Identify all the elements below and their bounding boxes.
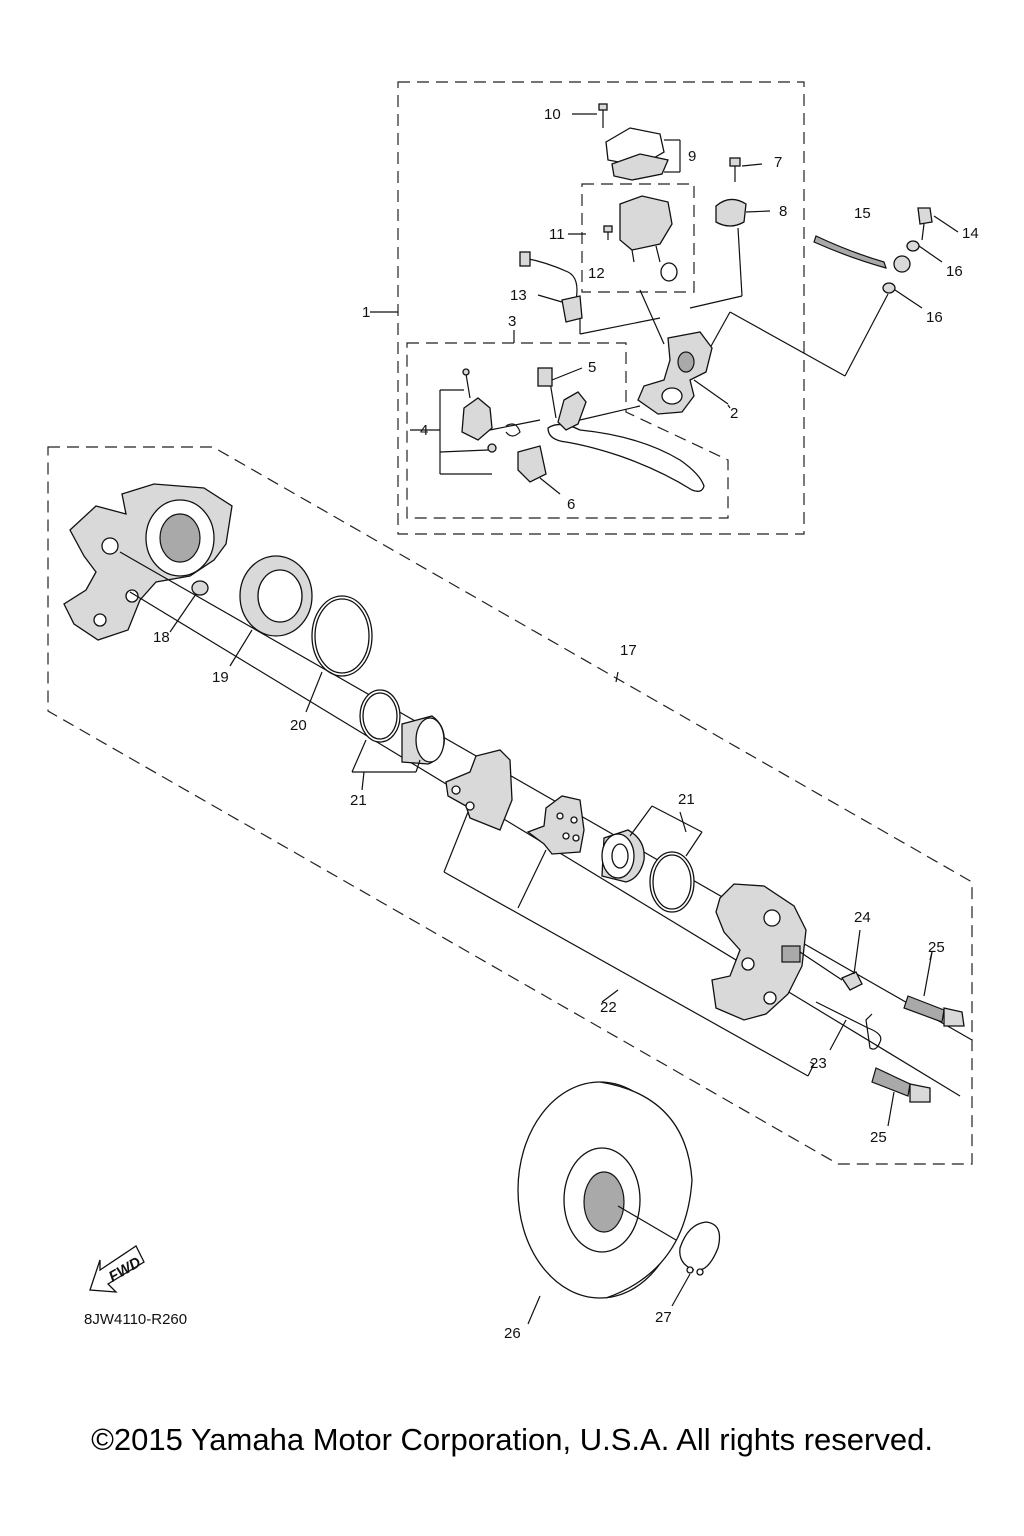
reservoir-cap — [605, 127, 681, 181]
circlip — [671, 1221, 721, 1307]
label-25-lower: 25 — [870, 1129, 887, 1146]
brake-pad-left — [445, 749, 513, 831]
label-3: 3 — [508, 313, 516, 330]
master-cylinder-body — [637, 289, 729, 415]
label-27: 27 — [655, 1309, 672, 1326]
brake-hose — [709, 207, 959, 377]
piston-seal-outer — [229, 555, 313, 667]
label-23: 23 — [810, 1055, 827, 1072]
label-11: 11 — [549, 226, 565, 243]
label-22: 22 — [600, 999, 617, 1016]
label-24: 24 — [854, 909, 871, 926]
caliper-pin-bushing — [169, 580, 209, 633]
master-cylinder-holder — [689, 198, 771, 309]
piston-seal-set-left — [351, 689, 445, 791]
pad-set-bracket — [443, 811, 815, 1077]
diagram-code: 8JW4110-R260 — [84, 1311, 187, 1328]
caliper-body — [711, 883, 807, 1021]
caliper-bolt-lower — [871, 1067, 931, 1127]
reservoir-subgroup-box — [581, 183, 695, 293]
holder-bolt — [729, 157, 763, 182]
lever-subgroup-box — [406, 342, 729, 519]
label-14: 14 — [962, 225, 979, 242]
caliper-bracket — [63, 483, 233, 641]
caliper-group-box — [47, 446, 973, 1165]
label-1: 1 — [362, 304, 370, 321]
label-26: 26 — [504, 1325, 521, 1342]
part-labels: 1 2 3 4 5 6 7 8 9 10 11 12 13 14 15 16 1… — [153, 106, 979, 1342]
piston-o-ring — [305, 595, 373, 713]
label-5: 5 — [588, 359, 596, 376]
bleed-screw — [799, 929, 863, 991]
brake-disc — [517, 1081, 693, 1325]
label-10: 10 — [544, 106, 561, 123]
label-21-right: 21 — [678, 791, 695, 808]
fwd-arrow-icon: FWD — [89, 1245, 145, 1293]
label-9: 9 — [688, 148, 696, 165]
label-21-left: 21 — [350, 792, 367, 809]
label-25-upper: 25 — [928, 939, 945, 956]
piston-seal-set-right — [601, 805, 703, 913]
label-19: 19 — [212, 669, 229, 686]
label-2: 2 — [730, 405, 738, 422]
lever-pivot-parts — [439, 368, 541, 475]
label-13: 13 — [510, 287, 527, 304]
label-12: 12 — [588, 265, 605, 282]
leader-lines — [370, 311, 933, 1065]
caliper-bolt-upper — [903, 951, 965, 1027]
label-20: 20 — [290, 717, 307, 734]
label-16-lower: 16 — [926, 309, 943, 326]
label-17: 17 — [620, 642, 637, 659]
label-15: 15 — [854, 205, 871, 222]
reservoir-body — [568, 195, 678, 282]
label-7: 7 — [774, 154, 782, 171]
brake-light-switch — [519, 251, 661, 335]
label-18: 18 — [153, 629, 170, 646]
label-8: 8 — [779, 203, 787, 220]
master-cylinder-group-box — [397, 81, 805, 535]
label-6: 6 — [567, 496, 575, 513]
reservoir-cap-screw — [572, 103, 608, 128]
label-4: 4 — [420, 422, 428, 439]
label-16-upper: 16 — [946, 263, 963, 280]
lever-assembly — [517, 367, 705, 495]
brake-pad-right — [526, 795, 585, 855]
copyright-notice: ©2015 Yamaha Motor Corporation, U.S.A. A… — [91, 1422, 933, 1457]
pad-pin — [815, 1001, 882, 1051]
